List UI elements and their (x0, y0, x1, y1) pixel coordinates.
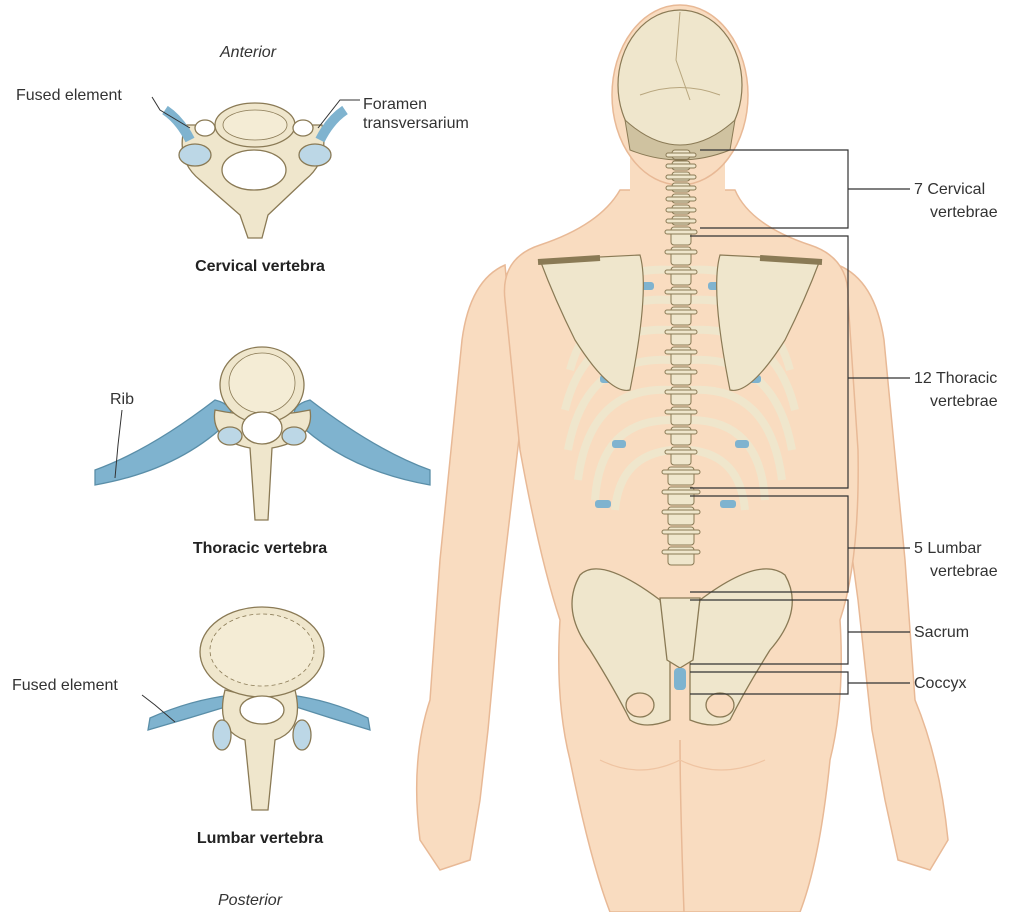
transverse-process (665, 250, 697, 254)
lumbar-vertebra-caption: Lumbar vertebra (155, 830, 365, 848)
lumbar-vertebra-drawing (148, 607, 370, 810)
region-lumbar-line2: vertebrae (930, 562, 998, 581)
transverse-process (666, 219, 696, 223)
region-lumbar-line1: 5 Lumbar (914, 539, 982, 558)
transverse-process (665, 230, 697, 234)
cervical-vertebra-caption: Cervical vertebra (155, 258, 365, 276)
transverse-process (665, 330, 697, 334)
transverse-process (665, 450, 697, 454)
transverse-process (665, 370, 697, 374)
region-cervical-line2: vertebrae (930, 203, 998, 222)
transverse-process (665, 350, 697, 354)
rib-label: Rib (110, 390, 134, 409)
cervical-fused-element-label: Fused element (16, 86, 122, 105)
transverse-process (662, 510, 700, 514)
transverse-process (662, 470, 700, 474)
transverse-process (665, 410, 697, 414)
region-coccyx: Coccyx (914, 674, 966, 693)
transverse-process (666, 186, 696, 190)
lumbar-fused-element-label: Fused element (12, 676, 118, 695)
transverse-process (666, 208, 696, 212)
transverse-process (662, 490, 700, 494)
transverse-process (665, 290, 697, 294)
transverse-process (666, 153, 696, 157)
transverse-process (665, 310, 697, 314)
region-thoracic-line1: 12 Thoracic (914, 369, 997, 388)
thoracic-vertebra-caption: Thoracic vertebra (155, 540, 365, 558)
anterior-label: Anterior (220, 44, 276, 62)
transverse-process (665, 390, 697, 394)
thoracic-vertebra-drawing (95, 347, 430, 520)
region-thoracic-line2: vertebrae (930, 392, 998, 411)
transverse-process (662, 550, 700, 554)
region-sacrum: Sacrum (914, 623, 969, 642)
foramen-transversarium-label: Foramen transversarium (363, 95, 513, 133)
region-cervical-line1: 7 Cervical (914, 180, 985, 199)
transverse-process (666, 164, 696, 168)
transverse-process (665, 270, 697, 274)
posterior-label: Posterior (218, 892, 282, 910)
transverse-process (662, 530, 700, 534)
transverse-process (666, 175, 696, 179)
transverse-process (665, 430, 697, 434)
cervical-vertebra-drawing (165, 103, 345, 238)
transverse-process (666, 197, 696, 201)
